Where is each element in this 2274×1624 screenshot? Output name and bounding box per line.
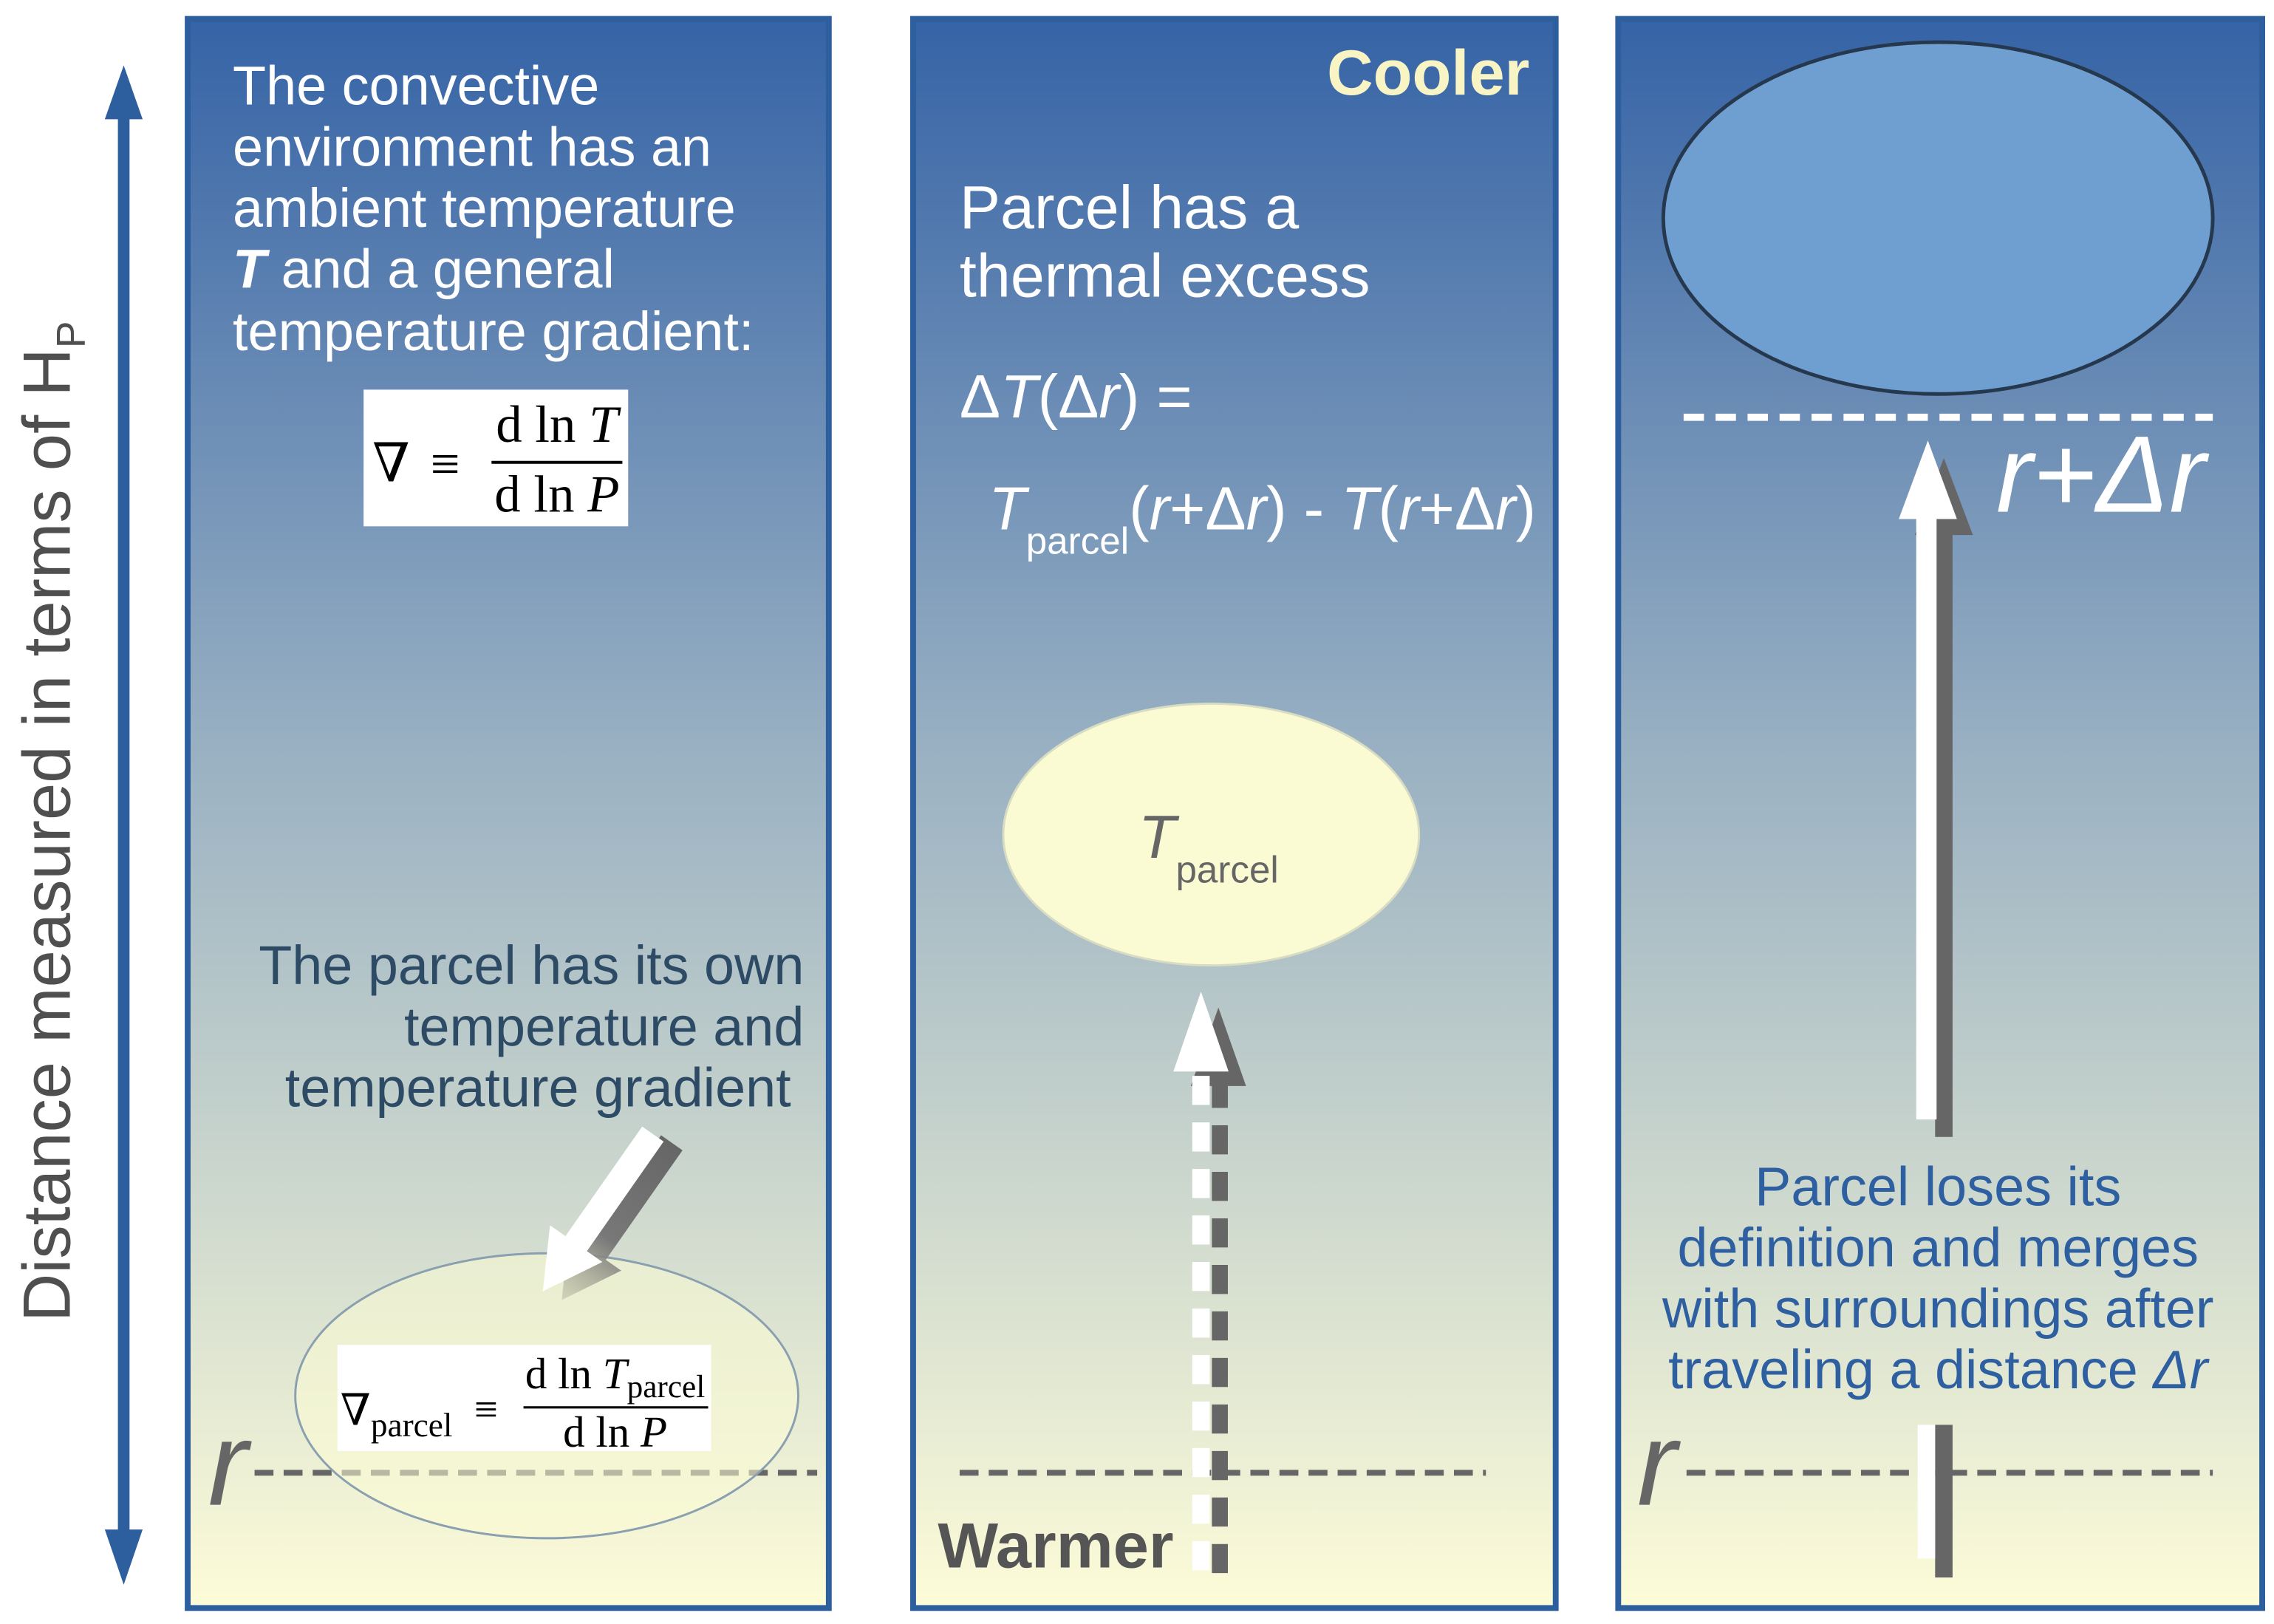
axis-label: Distance measured in terms of HP [10,321,94,1323]
axis-arrowhead-top [104,65,143,120]
parcel-nabla-subscript: parcel [371,1407,453,1444]
panel3-content: r+Δr Parcel loses its definition and mer… [1637,40,2215,1578]
start-marker-shadow [1935,1425,1953,1578]
warm-parcel-ellipse [1002,702,1421,967]
eq1-r: r [1099,362,1121,431]
long-rise-arrow-head [1899,440,1957,519]
merge-note-line-4: traveling a distance Δr [1668,1339,2210,1400]
eq2-T-parcel: T [989,474,1030,542]
nabla-symbol: ∇ [372,433,410,493]
excess-equation-line-2: Tparcel(r+Δr) - T(r+Δr) [989,474,1536,562]
parcel-equiv-symbol: ≡ [474,1386,498,1433]
axis-arrowhead-bottom [104,1529,143,1585]
merged-parcel-ellipse [1661,40,2215,396]
parcel-denominator-prefix: d ln [563,1408,641,1456]
parcel-note-line-2: temperature and [404,996,804,1057]
axis-label-main: Distance measured in terms of H [10,348,85,1322]
parcel-note-line-3: temperature gradient [285,1057,791,1118]
parcel-formula-box [337,1345,711,1451]
distance-axis-arrow [104,65,143,1585]
gradient-formula: ∇ ≡ d ln T d ln P [363,389,629,527]
eq2-r-4: r [1495,474,1518,542]
level-label-r: r [208,1398,253,1531]
intro-line-5: temperature gradient: [233,301,754,362]
panel1-content: The convective environment has an ambien… [208,55,818,1540]
parcel-numerator-prefix: d ln [525,1349,603,1398]
merge-note-line-3: with surroundings after [1662,1278,2213,1340]
eq2-open-1: ( [1129,474,1150,542]
ambient-temperature-var: T [233,239,270,300]
parcel-temperature-var: T [1138,802,1180,871]
eq2-plus-delta-2: +Δ [1419,474,1495,542]
eq1-delta: Δ [960,362,1000,431]
parcel-denominator: d ln P [563,1408,667,1456]
parcel-numerator-var: T [603,1349,630,1398]
long-rise-arrow [1899,440,1973,1137]
eq2-close-2: ) [1516,474,1537,542]
warmer-label: Warmer [938,1510,1173,1581]
equiv-symbol: ≡ [431,435,460,493]
start-marker [1917,1425,1936,1559]
long-rise-arrow-shaft [1916,511,1937,1120]
merge-note-line-2: definition and merges [1678,1217,2199,1278]
parcel-denominator-var: P [640,1408,667,1456]
gradient-formula-box [363,389,629,527]
numerator-var: T [589,396,621,454]
parcel-gradient-formula: ∇parcel ≡ d ln Tparcel d ln P [337,1345,711,1456]
rise-arrow [1173,992,1246,1574]
parcel-note-line-1: The parcel has its own [259,935,804,996]
eq2-parcel-subscript: parcel [1026,520,1129,562]
eq2-open-2: ( [1379,474,1399,542]
pointer-arrow [542,1126,664,1292]
upper-level-label: r+Δr [1996,414,2210,536]
axis-label-subscript: P [47,321,93,349]
gradient-denominator: d ln P [494,466,619,524]
excess-equation-line-1: ΔT(Δr) = [960,362,1192,431]
cooler-label: Cooler [1327,38,1529,109]
lower-level-label: r [1637,1398,1681,1531]
intro-line-3: ambient temperature [233,177,736,239]
excess-heading-line-2: thermal excess [960,241,1370,310]
eq2-plus-delta-1: +Δ [1170,474,1246,542]
eq1-T: T [1000,362,1042,431]
denominator-var: P [587,466,619,524]
panel2-content: Cooler Parcel has a thermal excess ΔT(Δr… [938,38,1536,1581]
parcel-numerator: d ln Tparcel [525,1349,705,1405]
denominator-prefix: d ln [494,466,587,524]
parcel-nabla-symbol: ∇ [341,1385,371,1434]
parcel-numerator-subscript: parcel [627,1369,706,1405]
intro-line-4: T and a general [233,239,615,300]
eq2-r-3: r [1399,474,1421,542]
numerator-prefix: d ln [496,396,589,454]
merge-note-line-1: Parcel loses its [1755,1156,2121,1217]
excess-heading-line-1: Parcel has a [960,173,1299,242]
parcel-temperature-label: Tparcel [1138,802,1279,890]
intro-line-1: The convective [233,55,599,117]
merge-distance-var: Δr [2151,1339,2210,1400]
eq1-open-delta: (Δ [1038,362,1099,431]
merge-note-line-4-prefix: traveling a distance [1668,1339,2153,1400]
intro-line-4-rest: and a general [266,239,615,300]
parcel-temperature-subscript: parcel [1175,848,1278,890]
long-rise-arrow-shadow-shaft [1935,526,1953,1137]
eq1-close-equals: ) = [1119,362,1192,431]
eq2-minus: ) - [1266,474,1341,542]
eq2-r-2: r [1246,474,1269,542]
parcel-nabla: ∇parcel [341,1385,453,1444]
eq2-r-1: r [1150,474,1172,542]
eq2-T-env: T [1341,474,1382,542]
intro-line-2: environment has an [233,116,711,177]
gradient-numerator: d ln T [496,396,621,454]
rise-arrow-head [1173,992,1229,1072]
